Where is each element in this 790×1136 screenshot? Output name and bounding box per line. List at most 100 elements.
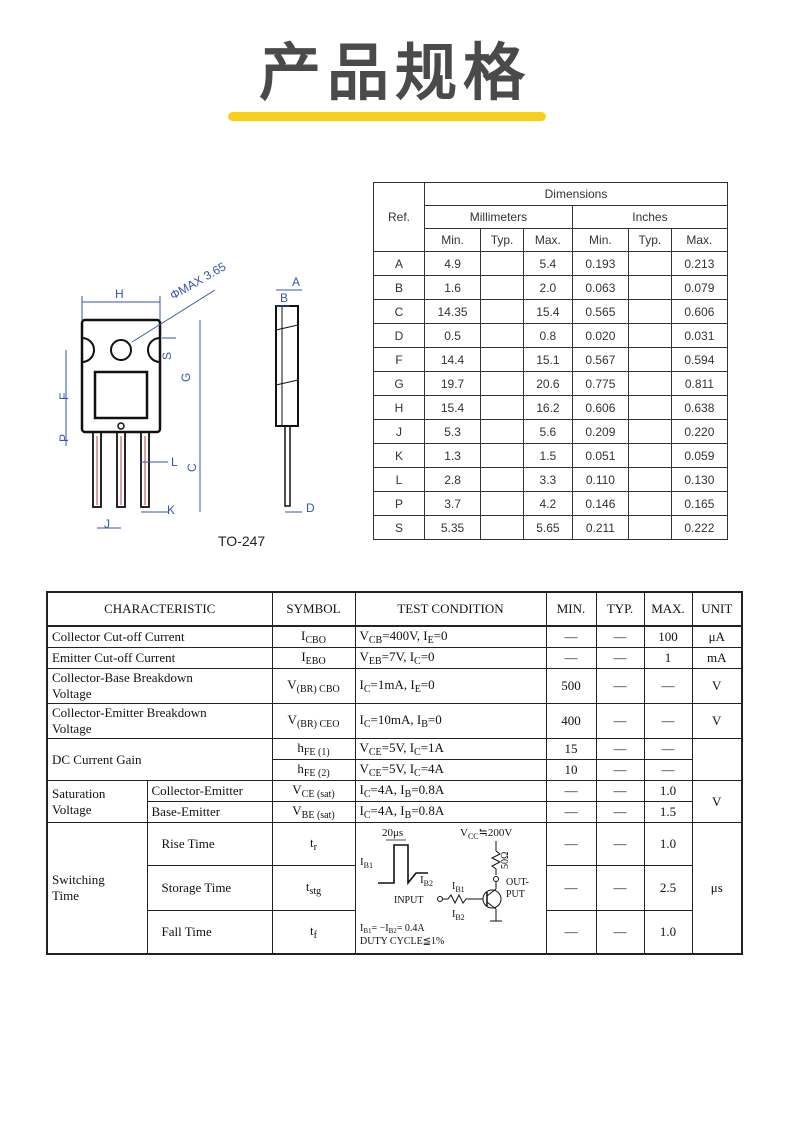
cell-in-typ	[627, 443, 672, 468]
cell-mm-typ	[480, 467, 524, 492]
dim-dimensions-header: Dimensions	[424, 182, 728, 206]
char-symbol: VCE (sat)	[271, 780, 356, 802]
label-l: L	[171, 455, 178, 469]
cell-mm-min: 5.35	[423, 515, 482, 540]
char-test: VCB=400V, IE=0	[354, 625, 547, 648]
cell-mm-max: 15.4	[522, 299, 573, 324]
cell-mm-typ	[480, 395, 524, 420]
cell-ref: S	[373, 515, 425, 540]
header-characteristic: CHARACTERISTIC	[46, 591, 273, 627]
cell-ref: G	[373, 371, 425, 396]
header-typ: TYP.	[595, 591, 645, 627]
char-test: VCE=5V, IC=1A	[354, 738, 547, 760]
char-typ: —	[595, 759, 645, 781]
cell-mm-min: 3.7	[423, 491, 482, 516]
char-min: —	[545, 647, 597, 669]
input-label: INPUT	[394, 895, 423, 906]
header-unit: UNIT	[691, 591, 743, 627]
table-row: Fall Time tf — — 1.0	[47, 909, 742, 955]
table-row: Emitter Cut-off Current IEBO VEB=7V, IC=…	[46, 647, 743, 669]
cell-in-typ	[627, 491, 672, 516]
cell-in-max: 0.213	[670, 251, 729, 276]
cell-in-max: 0.222	[670, 515, 729, 540]
char-max: —	[643, 738, 693, 760]
ib1b-label: IB1	[452, 881, 465, 894]
cell-mm-min: 5.3	[423, 419, 482, 444]
cell-mm-min: 1.6	[423, 275, 482, 300]
char-test: VEB=7V, IC=0	[354, 647, 547, 669]
label-p: P	[57, 434, 71, 442]
char-unit: V	[691, 668, 743, 704]
header-test: TEST CONDITION	[354, 591, 547, 627]
char-min: —	[545, 625, 597, 648]
switching-test-circuit: 20μs IB1 IB2 VCC≒200V 50Ω OUT- PUT	[354, 822, 547, 955]
dim-col-typ: Typ.	[480, 228, 524, 252]
char-unit: μs	[691, 822, 743, 955]
cell-in-max: 0.594	[670, 347, 729, 372]
char-typ: —	[595, 780, 645, 802]
cell-in-max: 0.130	[670, 467, 729, 492]
char-unit: V	[691, 780, 743, 823]
char-symbol: IEBO	[271, 647, 356, 669]
ib2-label: IB2	[420, 874, 433, 888]
cell-mm-min: 15.4	[423, 395, 482, 420]
dim-ref-header: Ref.	[373, 182, 425, 252]
cell-mm-typ	[480, 515, 524, 540]
table-row: Storage Time tstg — — 2.5	[47, 865, 742, 911]
char-unit: μA	[691, 625, 743, 648]
dim-mm-header: Millimeters	[424, 205, 573, 229]
cell-mm-min: 4.9	[423, 251, 482, 276]
cell-in-min: 0.565	[571, 299, 629, 324]
cell-mm-max: 4.2	[522, 491, 573, 516]
header-symbol: SYMBOL	[271, 591, 356, 627]
char-min: 10	[545, 759, 597, 781]
char-typ: —	[595, 738, 645, 760]
dimensions-table: Ref. Dimensions Millimeters Inches Min. …	[373, 182, 729, 540]
cell-in-typ	[627, 323, 672, 348]
cell-mm-typ	[480, 491, 524, 516]
cell-mm-max: 5.65	[522, 515, 573, 540]
duty-cycle-label: DUTY CYCLE≦1%	[360, 936, 444, 947]
cell-ref: F	[373, 347, 425, 372]
char-symbol: hFE (2)	[271, 759, 356, 781]
label-j: J	[104, 517, 110, 531]
char-min: 15	[545, 738, 597, 760]
circuit-condition: IB1= −IB2= 0.4A	[360, 923, 425, 935]
cell-mm-max: 1.5	[522, 443, 573, 468]
label-c: C	[185, 463, 199, 472]
cell-mm-typ	[480, 275, 524, 300]
char-unit: V	[691, 703, 743, 739]
cell-mm-typ	[480, 347, 524, 372]
cell-in-min: 0.193	[571, 251, 629, 276]
vcc-label: VCC≒200V	[460, 827, 512, 841]
dim-in-header: Inches	[571, 205, 729, 229]
package-drawing: H ΦMAX 3.65 G S F P C L K J A B D TO-247	[57, 259, 315, 549]
char-symbol: VBE (sat)	[271, 801, 356, 823]
char-max: 1.0	[643, 780, 693, 802]
cell-in-typ	[627, 515, 672, 540]
cell-in-max: 0.059	[670, 443, 729, 468]
char-min: —	[545, 780, 597, 802]
table-row: Base-Emitter VBE (sat) IC=4A, IB=0.8A — …	[47, 801, 742, 823]
char-min: 500	[545, 668, 597, 704]
ib1-label: IB1	[360, 856, 373, 870]
cell-mm-typ	[480, 323, 524, 348]
cell-in-max: 0.811	[670, 371, 729, 396]
char-symbol: tstg	[271, 865, 356, 911]
cell-mm-typ	[480, 251, 524, 276]
label-f: F	[57, 393, 71, 400]
char-typ: —	[595, 625, 645, 648]
cell-in-max: 0.031	[670, 323, 729, 348]
char-max: 1.5	[643, 801, 693, 823]
